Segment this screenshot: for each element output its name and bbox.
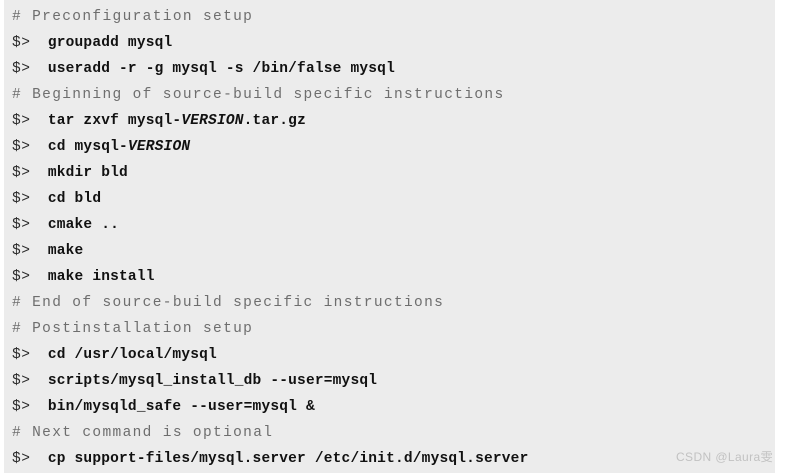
terminal-comment-line: # Next command is optional: [12, 425, 274, 441]
terminal-comment-line: # End of source-build specific instructi…: [12, 295, 445, 311]
terminal-command-line: $> make: [4, 238, 775, 264]
terminal-command-line: $> useradd -r -g mysql -s /bin/false mys…: [4, 56, 775, 82]
terminal-command-line: $> cmake ..: [4, 212, 775, 238]
shell-prompt: $>: [12, 451, 31, 467]
command-text: cd mysql-: [47, 139, 128, 155]
terminal-command-line: $> cd /usr/local/mysql: [4, 342, 775, 368]
shell-prompt: $>: [12, 191, 31, 207]
shell-prompt: $>: [12, 165, 31, 181]
terminal-command-line: $> cd bld: [4, 186, 775, 212]
shell-prompt: $>: [12, 217, 31, 233]
command-text: tar zxvf mysql-: [47, 113, 182, 129]
command-text: groupadd mysql: [47, 35, 173, 51]
version-placeholder: VERSION: [127, 139, 191, 155]
terminal-command-line: $> tar zxvf mysql-VERSION.tar.gz: [4, 108, 775, 134]
shell-prompt: $>: [12, 347, 31, 363]
shell-prompt: $>: [12, 269, 31, 285]
shell-prompt: $>: [12, 113, 31, 129]
command-text: make install: [47, 269, 155, 285]
terminal-comment-line: # Preconfiguration setup: [12, 9, 254, 25]
version-placeholder: VERSION: [181, 113, 244, 129]
shell-prompt: $>: [12, 61, 31, 77]
code-block-panel: # Preconfiguration setup $> groupadd mysq…: [4, 0, 775, 473]
terminal-command-line: $> groupadd mysql: [4, 30, 775, 56]
terminal-command-line: $> mkdir bld: [4, 160, 775, 186]
shell-prompt: $>: [12, 243, 31, 259]
terminal-command-line: $> cp support-files/mysql.server /etc/in…: [4, 446, 775, 472]
command-text: scripts/mysql_install_db --user=mysql: [47, 373, 378, 389]
terminal-command-line: $> bin/mysqld_safe --user=mysql &: [4, 394, 775, 420]
command-text: cd /usr/local/mysql: [47, 347, 217, 363]
command-text: make: [47, 243, 84, 259]
csdn-watermark: CSDN @Laura雯: [675, 450, 773, 464]
terminal-comment-line: # Postinstallation setup: [12, 321, 254, 337]
command-text: cd bld: [47, 191, 102, 207]
shell-prompt: $>: [12, 373, 31, 389]
shell-prompt: $>: [12, 399, 31, 415]
shell-prompt: $>: [12, 35, 31, 51]
command-text: cp support-files/mysql.server /etc/init.…: [47, 451, 529, 467]
terminal-line-list: # Preconfiguration setup $> groupadd mysq…: [4, 4, 775, 472]
command-text: useradd -r -g mysql -s /bin/false mysql: [47, 61, 395, 77]
terminal-comment-line: # Beginning of source-build specific ins…: [12, 87, 505, 103]
command-text: bin/mysqld_safe --user=mysql &: [47, 399, 315, 415]
command-text: mkdir bld: [47, 165, 128, 181]
shell-prompt: $>: [12, 139, 31, 155]
terminal-command-line: $> make install: [4, 264, 775, 290]
terminal-command-line: $> cd mysql-VERSION: [4, 134, 775, 160]
command-text: cmake ..: [47, 217, 120, 233]
terminal-command-line: $> scripts/mysql_install_db --user=mysql: [4, 368, 775, 394]
command-text-suffix: .tar.gz: [243, 113, 306, 129]
